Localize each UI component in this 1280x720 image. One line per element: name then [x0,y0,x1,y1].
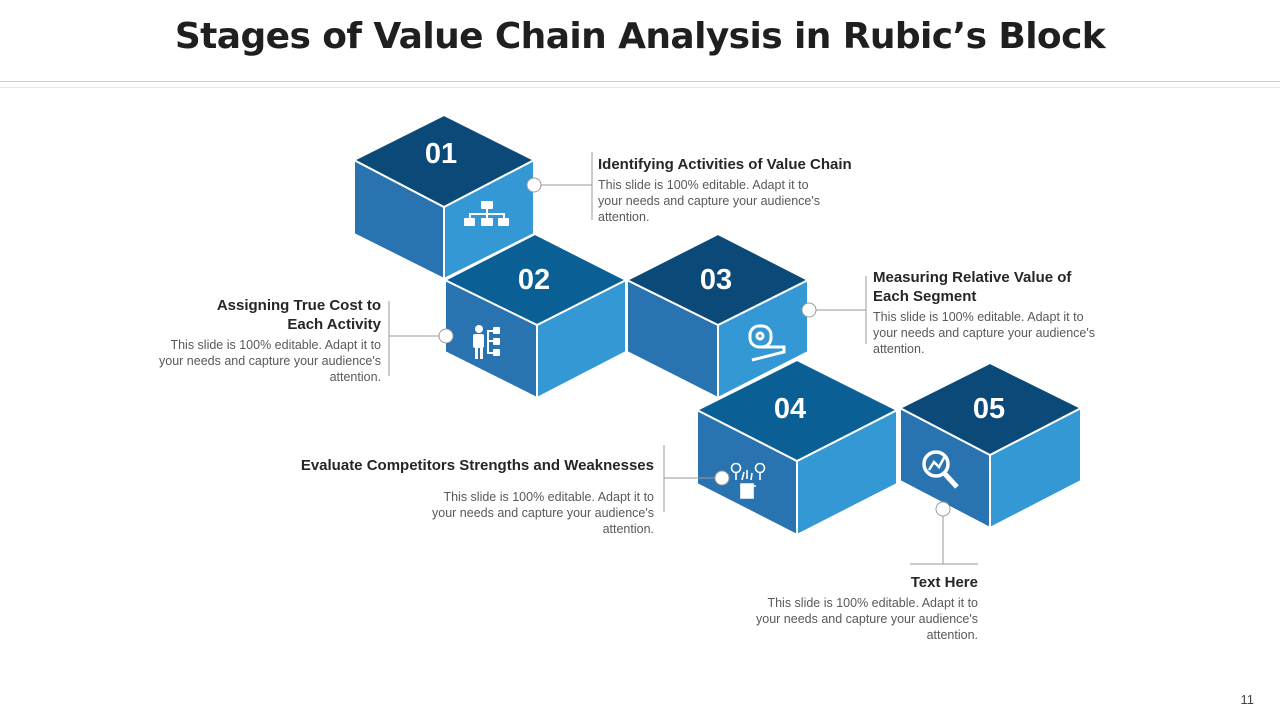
cube-04: 04 [694,358,900,537]
cube-04-top-face [694,358,900,463]
magnifier-chart-icon [922,450,959,489]
connector-03 [801,276,867,344]
page-number: 11 [1240,692,1255,707]
cube-02-top-face [442,232,629,327]
step-04-body: This slide is 100% editable. Adapt it to… [432,490,654,536]
connector-02 [388,301,454,376]
connector-05 [910,501,978,565]
step-01-text: Identifying Activities of Value Chain Th… [598,155,878,225]
step-02-heading: Assigning True Cost to Each Activity [216,297,381,333]
cube-01-top-face [351,113,537,209]
step-03-body: This slide is 100% editable. Adapt it to… [873,310,1095,356]
cube-01-number: 01 [425,138,457,170]
title-divider [0,81,1280,82]
cube-05-top-face [897,361,1084,457]
title-divider-secondary [0,87,1280,88]
step-03-heading: Measuring Relative Value of Each Segment [873,269,1072,305]
cube-03-number: 03 [700,264,732,296]
step-04-heading: Evaluate Competitors Strengths and Weakn… [300,457,654,474]
hand-coins-icon [730,462,766,499]
cube-05-number: 05 [973,393,1005,425]
person-hierarchy-icon [473,325,500,359]
slide-title: Stages of Value Chain Analysis in Rubic’… [174,16,1106,57]
step-01-body: This slide is 100% editable. Adapt it to… [598,178,820,224]
connector-04 [663,445,730,512]
step-05-heading: Text Here [910,574,978,591]
cube-02-number: 02 [518,264,550,296]
measuring-tape-icon [748,324,786,362]
step-04-text: Evaluate Competitors Strengths and Weakn… [254,456,654,537]
cube-03-top-face [624,232,811,327]
step-01-heading: Identifying Activities of Value Chain [598,156,852,173]
step-05-body: This slide is 100% editable. Adapt it to… [756,596,978,642]
step-03-text: Measuring Relative Value of Each Segment… [873,268,1105,357]
step-02-text: Assigning True Cost to Each Activity Thi… [150,296,381,385]
cube-02: 02 [442,232,629,400]
step-02-body: This slide is 100% editable. Adapt it to… [159,338,381,384]
step-05-text: Text Here This slide is 100% editable. A… [745,573,978,643]
cube-05: 05 [897,361,1084,530]
org-chart-icon [464,201,509,226]
connector-01 [526,152,593,220]
cube-04-number: 04 [774,393,806,425]
